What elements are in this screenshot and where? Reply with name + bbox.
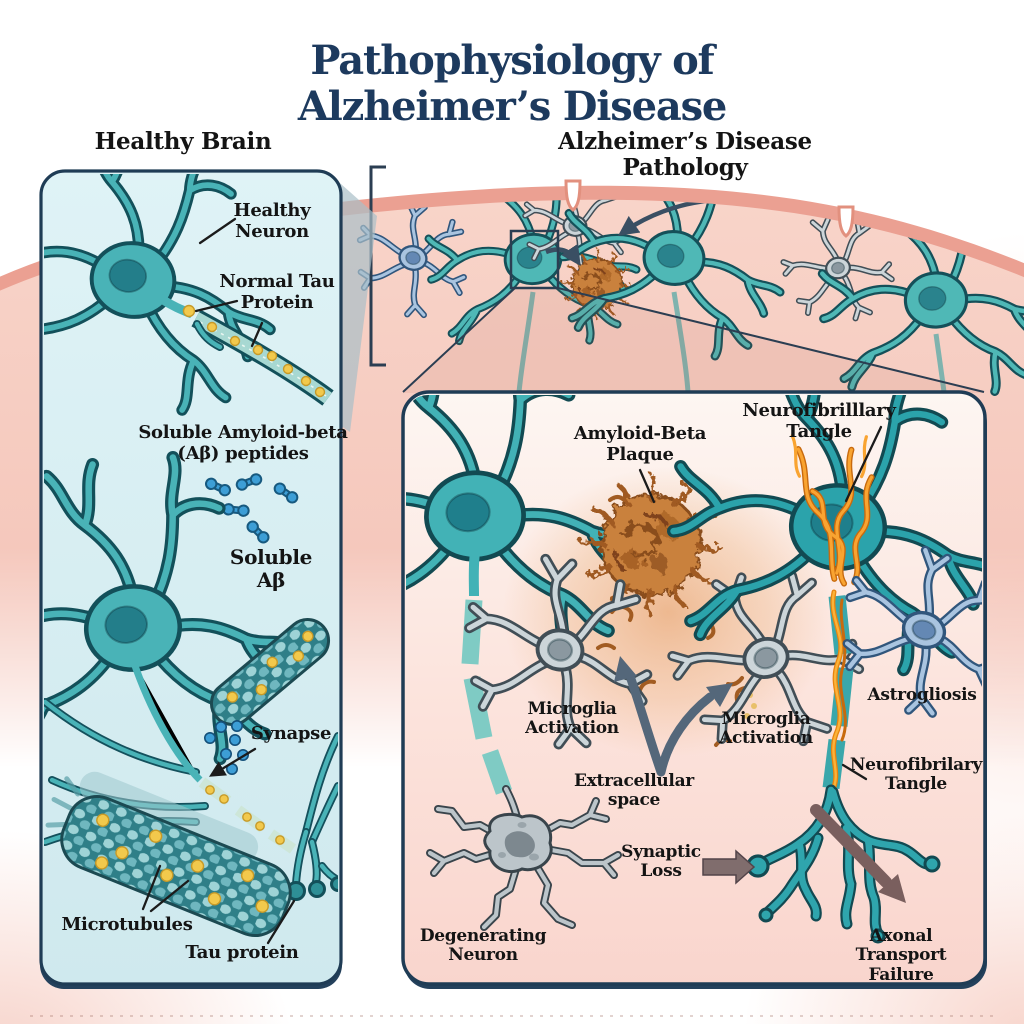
label-microglia-activation-right: Microglia Activation — [719, 709, 813, 749]
label-neurofibrillary-tangle-axon: Neurofibrilary Tangle — [849, 755, 983, 795]
arrowhead — [614, 656, 637, 682]
pointer-tau-protein — [266, 899, 296, 945]
extracellular-space-arrow — [626, 674, 715, 777]
heading-ad-pathology: Alzheimer’s Disease Pathology — [558, 128, 812, 182]
healthy-brain-panel — [0, 114, 343, 989]
cortex-band-cells — [345, 134, 1024, 403]
pointer-normal-tau-2 — [250, 321, 264, 348]
label-synaptic-loss: Synaptic Loss — [621, 842, 701, 882]
arrow-to-plaque — [545, 243, 581, 267]
neuron-cell-body — [296, 335, 650, 668]
heading-healthy-brain: Healthy Brain — [94, 128, 272, 155]
normal-tau-dots — [182, 304, 326, 398]
label-microtubules: Microtubules — [61, 914, 193, 935]
pointer-healthy-neuron — [198, 217, 237, 245]
label-amyloid-plaque: Amyloid-Beta Plaque — [573, 423, 707, 465]
pathology-detail-panel — [296, 335, 1023, 989]
cortex-tissue-band — [0, 134, 1024, 781]
tangle-axon — [822, 589, 854, 795]
label-soluble-abeta-peptides: Soluble Amyloid-beta (Aβ) peptides — [138, 422, 348, 464]
bracket — [369, 165, 386, 367]
pointer-plaque — [638, 468, 656, 504]
axonal-failure-arrow — [810, 804, 892, 888]
healthy-neuron — [0, 114, 295, 420]
pointer-normal-tau — [194, 299, 239, 313]
label-neurofibrillary-tangle-top: Neurofibrilllary Tangle — [742, 400, 896, 442]
myelinated-axon — [198, 777, 297, 854]
label-tau-protein: Tau protein — [185, 942, 299, 963]
astrocyte — [345, 199, 479, 326]
cortex-neuron — [815, 177, 1024, 403]
label-normal-tau: Normal Tau Protein — [219, 271, 335, 313]
neurofibrillary-tangles — [790, 433, 875, 587]
label-synapse: Synapse — [250, 723, 332, 744]
label-soluble-abeta: Soluble Aβ — [229, 545, 313, 592]
cortex-sulcus — [564, 179, 582, 212]
microtubule-small — [209, 618, 331, 726]
cortex-neuron — [554, 134, 794, 362]
fold-shadow — [332, 176, 377, 432]
label-healthy-neuron: Healthy Neuron — [233, 200, 311, 242]
synaptic-loss-arrow — [702, 849, 756, 885]
arrowhead — [878, 874, 906, 903]
label-axonal-transport-failure: Axonal Transport Failure — [855, 926, 947, 985]
activated-microglia — [657, 554, 873, 768]
zoom-connector-lines — [402, 287, 985, 393]
zoom-trapezoid — [403, 288, 984, 393]
page-title: Pathophysiology of Alzheimer’s Disease — [297, 37, 727, 130]
degenerating-neuron — [426, 785, 622, 931]
cortex-sulcus — [837, 205, 855, 238]
activated-microglia — [452, 548, 663, 757]
label-microglia-activation-left: Microglia Activation — [525, 699, 619, 739]
pointer-tangle-axon — [841, 763, 868, 781]
pointer-microtubules — [141, 864, 190, 913]
label-astrogliosis: Astrogliosis — [867, 685, 977, 705]
zoom-source-box — [509, 229, 560, 290]
label-degenerating-neuron: Degenerating Neuron — [419, 926, 547, 966]
astrocyte-astrogliosis — [821, 532, 1023, 733]
arrowhead — [706, 683, 733, 707]
microtubules — [45, 771, 292, 937]
pointer-synapse — [209, 747, 257, 777]
microglia — [778, 211, 898, 329]
label-extracellular-space: Extracellular space — [574, 771, 694, 811]
pointer-tangle-top — [844, 425, 883, 503]
